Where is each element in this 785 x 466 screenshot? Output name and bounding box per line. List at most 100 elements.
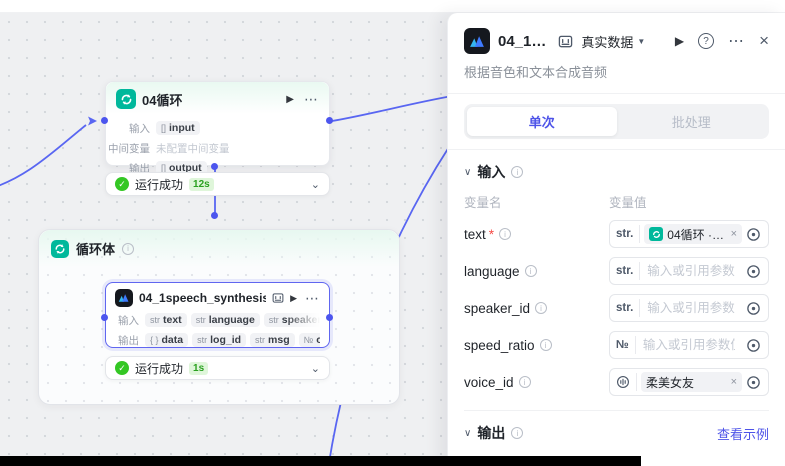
value-field[interactable] bbox=[640, 301, 742, 315]
variable-tag[interactable]: { }data bbox=[145, 333, 189, 347]
chevron-down-icon[interactable]: ⌄ bbox=[310, 362, 320, 375]
type-icon: str bbox=[268, 315, 279, 325]
arrowhead-loop-node bbox=[88, 116, 97, 126]
node-config-panel: 04_1… 真实数据 ▼ ▶ ? ⋯ × 根据音色和文本合成音频 单次 批处理 bbox=[447, 13, 785, 466]
reference-selector-icon[interactable] bbox=[742, 227, 764, 242]
value-input-text[interactable]: str. 04循环 · input × bbox=[609, 220, 769, 248]
reference-chip[interactable]: 04循环 · input × bbox=[644, 224, 742, 244]
mid-var-label: 中间变量 bbox=[108, 142, 150, 155]
required-asterisk: * bbox=[488, 226, 495, 242]
value-input-speaker-id[interactable]: str. bbox=[609, 294, 769, 322]
run-node-button[interactable]: ▶ bbox=[290, 292, 297, 303]
help-icon[interactable]: ? bbox=[698, 33, 715, 49]
reference-selector-icon[interactable] bbox=[742, 338, 764, 353]
collapse-chevron-icon[interactable]: ∨ bbox=[464, 166, 472, 178]
info-icon[interactable]: i bbox=[535, 302, 548, 314]
chevron-down-icon[interactable]: ⌄ bbox=[310, 178, 320, 191]
debug-window-icon[interactable] bbox=[558, 34, 573, 49]
tag-name: data bbox=[161, 334, 184, 346]
chip-label: 04循环 · input bbox=[667, 227, 726, 242]
status-text: 运行成功 bbox=[135, 361, 184, 376]
output-row-label: 输出 bbox=[129, 162, 150, 175]
type-icon: № bbox=[303, 335, 314, 345]
type-label: str. bbox=[610, 299, 641, 317]
tag-name: log_id bbox=[210, 334, 242, 346]
info-icon[interactable]: i bbox=[511, 166, 524, 178]
value-field[interactable] bbox=[635, 338, 742, 352]
run-status-loop-node[interactable]: ✓ 运行成功 12s ⌄ bbox=[105, 172, 330, 196]
run-node-button[interactable]: ▶ bbox=[286, 93, 294, 105]
reference-selector-icon[interactable] bbox=[742, 264, 764, 279]
tag-name: language bbox=[208, 314, 255, 326]
loop-body-top-port[interactable] bbox=[211, 212, 218, 219]
loop-node-header: 04循环 ▶ ⋯ bbox=[106, 82, 329, 114]
value-input-language[interactable]: str. bbox=[609, 257, 769, 285]
speech-node-input-port[interactable] bbox=[101, 314, 108, 321]
success-check-icon: ✓ bbox=[115, 361, 129, 375]
panel-more-button[interactable]: ⋯ bbox=[728, 33, 746, 50]
type-label: str. bbox=[610, 262, 641, 280]
loop-body-header: 循环体 i bbox=[39, 230, 399, 267]
speech-node-header: 04_1speech_synthesis ▶ ⋯ bbox=[106, 283, 329, 310]
speech-synthesis-icon bbox=[464, 28, 490, 54]
run-status-speech-node[interactable]: ✓ 运行成功 1s ⌄ bbox=[105, 356, 330, 380]
node-more-button[interactable]: ⋯ bbox=[305, 289, 320, 306]
input-row-label: 输入 bbox=[129, 122, 150, 135]
value-field[interactable] bbox=[640, 264, 742, 278]
top-strip bbox=[0, 0, 785, 13]
reference-selector-icon[interactable] bbox=[742, 375, 764, 390]
value-input-voice-id[interactable]: 柔美女友 × bbox=[609, 368, 769, 396]
reference-selector-icon[interactable] bbox=[742, 301, 764, 316]
edge-into-loop-node bbox=[0, 124, 87, 187]
remove-chip-icon[interactable]: × bbox=[730, 376, 737, 388]
value-input-speed-ratio[interactable]: № bbox=[609, 331, 769, 359]
divider bbox=[464, 410, 769, 411]
loop-node[interactable]: 04循环 ▶ ⋯ 输入 []input 中间变量 未配置中间变量 bbox=[105, 81, 330, 175]
type-label: str. bbox=[610, 225, 641, 243]
array-type-icon: [] bbox=[161, 163, 167, 173]
loop-node-input-port[interactable] bbox=[101, 117, 108, 124]
input-section-title: 输入 bbox=[477, 164, 506, 180]
voice-chip[interactable]: 柔美女友 × bbox=[641, 372, 742, 392]
tag-name: text bbox=[163, 314, 182, 326]
test-run-button[interactable]: ▶ bbox=[674, 34, 685, 48]
info-icon[interactable]: i bbox=[511, 427, 524, 439]
data-mode-dropdown[interactable]: 真实数据 ▼ bbox=[581, 32, 645, 51]
tab-single[interactable]: 单次 bbox=[467, 107, 617, 136]
column-header-value: 变量值 bbox=[609, 196, 647, 210]
debug-window-icon[interactable] bbox=[272, 292, 284, 304]
param-row-text: text*i str. 04循环 · input × bbox=[464, 220, 769, 248]
tag-fade-overlay bbox=[286, 313, 320, 327]
remove-chip-icon[interactable]: × bbox=[730, 228, 737, 240]
loop-node-output-port[interactable] bbox=[326, 117, 333, 124]
loop-node-bottom-port[interactable] bbox=[211, 163, 218, 170]
type-icon: str bbox=[150, 315, 160, 325]
info-icon[interactable]: i bbox=[539, 339, 552, 351]
info-icon[interactable]: i bbox=[499, 228, 512, 240]
output-row-label: 输出 bbox=[118, 334, 139, 347]
data-mode-label: 真实数据 bbox=[581, 34, 634, 50]
close-panel-button[interactable]: × bbox=[759, 31, 769, 50]
node-more-button[interactable]: ⋯ bbox=[304, 90, 319, 107]
param-name: speed_ratio bbox=[464, 337, 535, 353]
loop-node-title: 04循环 bbox=[142, 92, 183, 108]
tab-batch[interactable]: 批处理 bbox=[671, 115, 711, 130]
variable-tag[interactable]: №code bbox=[298, 333, 320, 347]
variable-tag[interactable]: []input bbox=[156, 121, 200, 135]
speech-synthesis-icon bbox=[115, 289, 133, 307]
info-icon[interactable]: i bbox=[524, 265, 537, 277]
view-example-link[interactable]: 查看示例 bbox=[716, 426, 769, 442]
panel-title[interactable]: 04_1… bbox=[498, 32, 547, 50]
info-icon[interactable]: i bbox=[518, 376, 531, 388]
info-icon[interactable]: i bbox=[122, 242, 135, 255]
variable-tag[interactable]: []output bbox=[156, 161, 207, 175]
success-check-icon: ✓ bbox=[115, 177, 129, 191]
speech-node-output-port[interactable] bbox=[326, 314, 333, 321]
collapse-chevron-icon[interactable]: ∨ bbox=[464, 427, 472, 439]
